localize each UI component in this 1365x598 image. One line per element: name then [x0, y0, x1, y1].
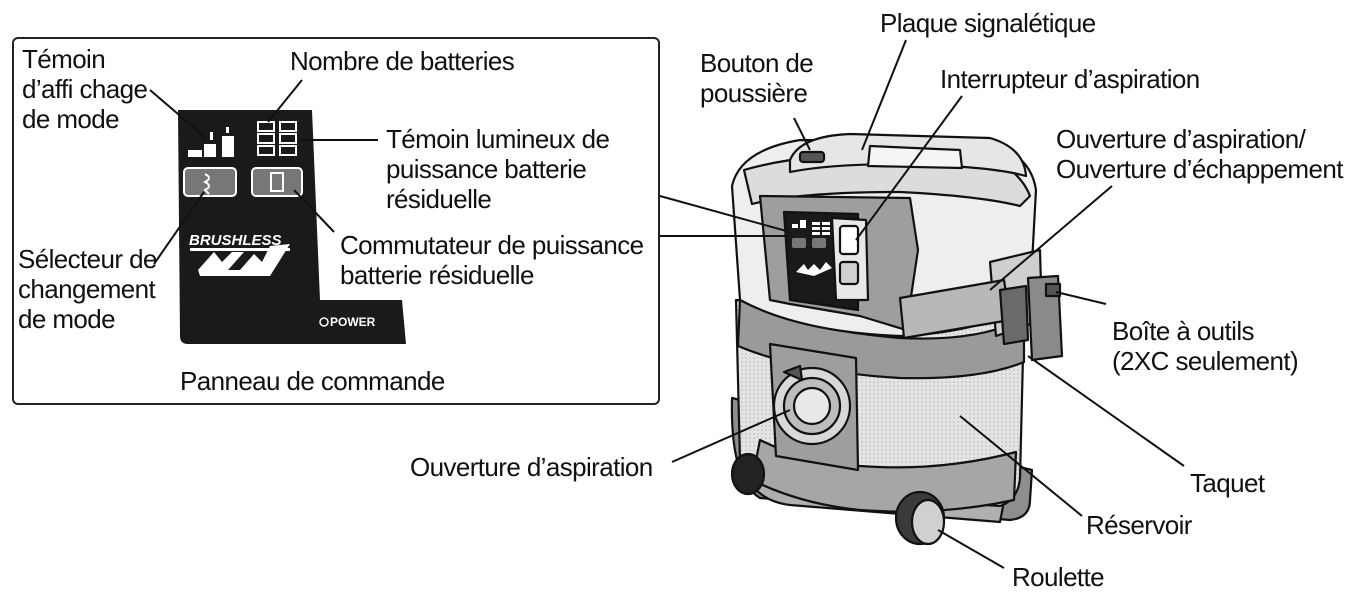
leader-battery-check	[293, 189, 335, 233]
label-battery-check-switch: Commutateur de puissance batterie résidu…	[340, 230, 644, 290]
label-suction-switch: Interrupteur d’aspiration	[940, 64, 1200, 94]
leader-lines	[149, 39, 1185, 569]
dust-button	[798, 150, 826, 164]
latch	[998, 284, 1030, 346]
leader-latch	[1027, 355, 1185, 467]
leader-nameplate	[861, 39, 907, 151]
label-control-panel: Panneau de commande	[180, 366, 445, 396]
leader-suction-switch	[855, 95, 963, 241]
label-nameplate: Plaque signalétique	[880, 8, 1096, 38]
vacuum-illustration	[730, 132, 1064, 546]
label-battery-count: Nombre de batteries	[290, 46, 515, 76]
mode-indicator-icon	[188, 127, 234, 157]
control-panel-closeup	[178, 110, 406, 344]
leader-inlet	[671, 409, 791, 463]
label-latch: Taquet	[1190, 468, 1265, 498]
label-tool-box: Boîte à outils (2XC seulement)	[1112, 316, 1299, 376]
label-tank: Réservoir	[1086, 510, 1192, 540]
label-mode-selector: Sélecteur de changement de mode	[18, 244, 157, 334]
label-suction-exhaust-port: Ouverture d’aspiration/ Ouverture d’écha…	[1056, 124, 1343, 184]
leader-dust-button	[793, 117, 811, 151]
leader-toolbox	[1055, 291, 1107, 305]
leader-tank	[959, 415, 1083, 517]
label-suction-inlet: Ouverture d’aspiration	[410, 452, 653, 482]
leader-battery-count	[267, 79, 303, 123]
m18-logo	[198, 244, 290, 276]
leader-wheel	[937, 529, 1005, 569]
label-battery-level-indicator: Témoin lumineux de puissance batterie ré…	[386, 124, 610, 214]
mode-selector-button	[183, 167, 237, 197]
battery-level-indicator	[257, 121, 297, 156]
battery-check-button	[251, 167, 303, 197]
control-panel-callout-box	[12, 37, 660, 405]
nameplate	[866, 144, 964, 170]
label-dust-button: Bouton de poussière	[700, 48, 814, 108]
power-mark: POWER	[330, 315, 376, 329]
label-mode-indicator: Témoin d’affi chage de mode	[22, 44, 148, 134]
leader-exhaust	[989, 185, 1113, 291]
wheel-left	[730, 452, 766, 496]
leader-mode-selector	[153, 191, 205, 265]
brushless-mark: BRUSHLESS	[189, 232, 282, 249]
label-wheel: Roulette	[1012, 562, 1105, 592]
leader-panel-to-body	[659, 195, 791, 233]
leader-mode-indicator	[149, 89, 207, 139]
